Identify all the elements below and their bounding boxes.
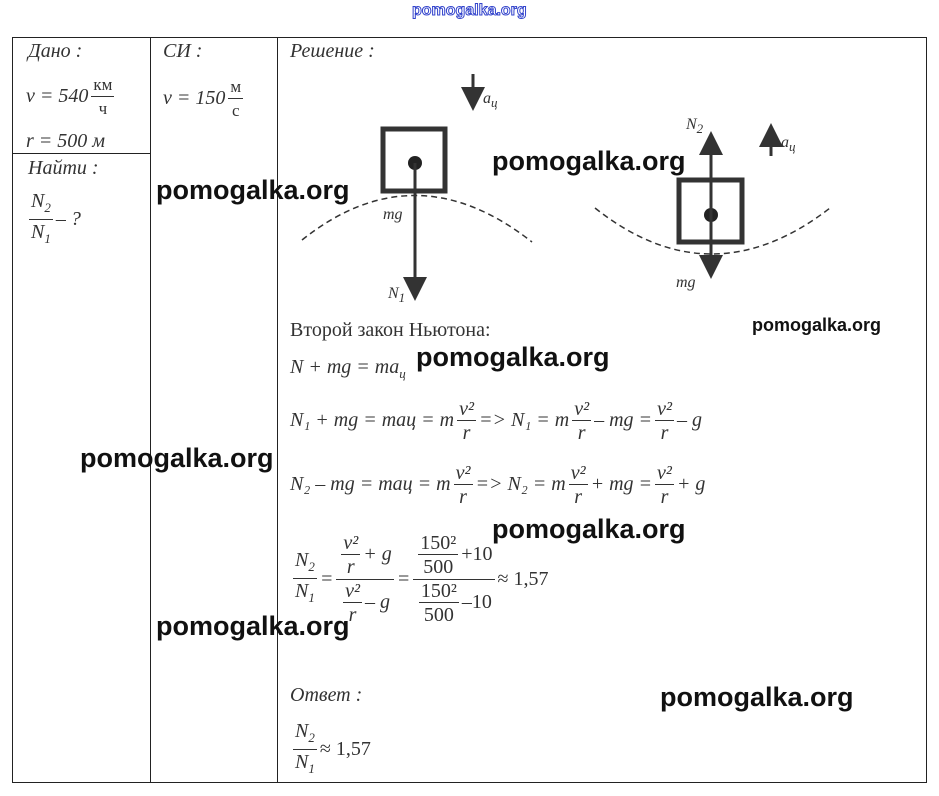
- speed-value: v = 540: [26, 85, 89, 108]
- site-header[interactable]: pomogalka.org: [412, 2, 528, 20]
- question: – ?: [55, 208, 81, 231]
- answer-title: Ответ :: [290, 684, 363, 706]
- watermark: pomogalka.org: [156, 175, 350, 205]
- watermark: pomogalka.org: [492, 514, 686, 544]
- n2: N: [31, 190, 45, 212]
- watermark: pomogalka.org: [156, 611, 350, 641]
- sub: 2: [44, 200, 51, 215]
- solution-title: Решение :: [290, 40, 375, 62]
- watermark: pomogalka.org: [80, 443, 274, 473]
- watermark: pomogalka.org: [660, 682, 854, 712]
- divider: [150, 37, 151, 783]
- given-radius: r = 500 м: [26, 130, 106, 152]
- unit-num: м: [228, 76, 244, 99]
- divider: [12, 153, 150, 154]
- n1-label: N1: [388, 285, 406, 306]
- speed-value: v = 150: [163, 87, 226, 110]
- vector-equation: N + mg = maц: [290, 356, 406, 381]
- unit-den: ч: [98, 99, 108, 118]
- n2-label: N2: [686, 116, 704, 137]
- a-label: aц: [781, 134, 796, 155]
- si-title: СИ :: [163, 40, 203, 62]
- n1: N: [31, 221, 45, 243]
- mg-label: mg: [676, 274, 696, 291]
- find-title: Найти :: [28, 157, 99, 179]
- sub: 1: [44, 231, 51, 246]
- a-label: aц: [483, 90, 498, 111]
- given-title: Дано :: [28, 40, 83, 62]
- solution-table: [12, 37, 927, 783]
- valley-path: [594, 207, 831, 255]
- mg-label: mg: [383, 206, 403, 223]
- divider: [277, 37, 278, 783]
- force-diagram: [301, 74, 831, 301]
- watermark: pomogalka.org: [752, 315, 882, 335]
- unit-num: км: [91, 74, 115, 97]
- watermark: pomogalka.org: [416, 342, 610, 372]
- result: ≈ 1,57: [497, 568, 549, 590]
- newton-law-title: Второй закон Ньютона:: [290, 319, 491, 341]
- watermark: pomogalka.org: [492, 146, 686, 176]
- unit-den: с: [231, 101, 240, 120]
